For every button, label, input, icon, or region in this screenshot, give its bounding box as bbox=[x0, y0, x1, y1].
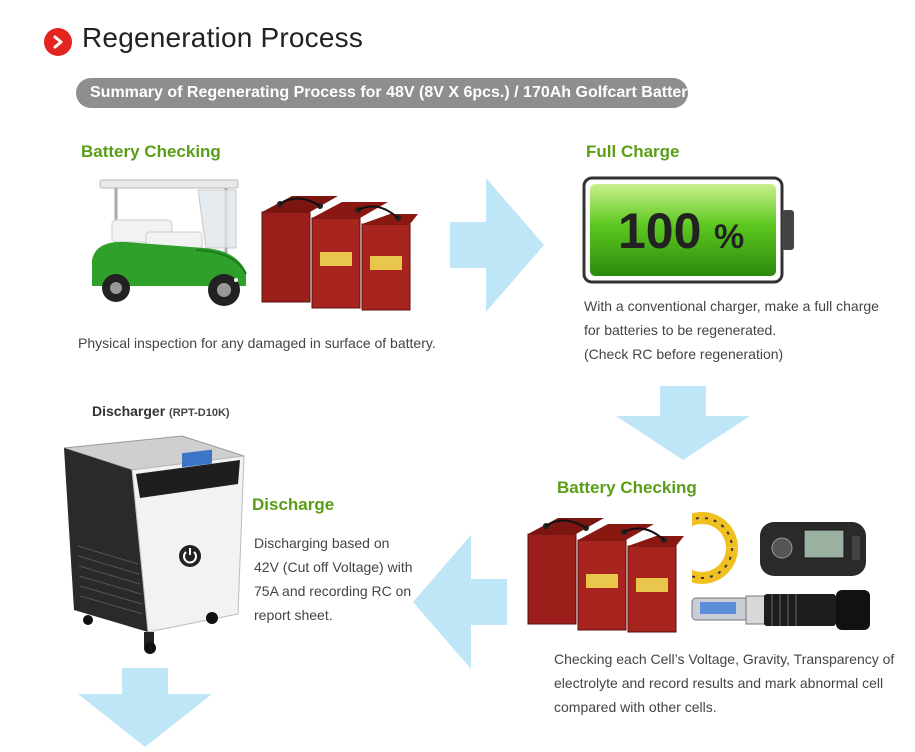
golf-cart-icon bbox=[86, 176, 254, 316]
discharger-machine-icon bbox=[62, 426, 246, 658]
description-line: 42V (Cut off Voltage) with bbox=[254, 559, 413, 575]
step-description: Physical inspection for any damaged in s… bbox=[78, 335, 436, 351]
arrow-left-icon bbox=[413, 535, 507, 674]
battery-pack-icon bbox=[258, 192, 420, 314]
battery-percent-number: 100 bbox=[618, 203, 701, 259]
step-description: With a conventional charger, make a full… bbox=[584, 294, 879, 366]
step-description: Checking each Cell’s Voltage, Gravity, T… bbox=[554, 647, 894, 719]
description-line: 75A and recording RC on bbox=[254, 583, 412, 599]
arrow-down-icon bbox=[78, 668, 212, 752]
arrow-down-icon bbox=[616, 386, 750, 465]
step-description: Discharging based on 42V (Cut off Voltag… bbox=[254, 531, 413, 627]
description-line: Discharging based on bbox=[254, 535, 390, 551]
summary-banner: Summary of Regenerating Process for 48V … bbox=[76, 78, 696, 108]
refractometer-icon bbox=[690, 586, 872, 634]
description-line: report sheet. bbox=[254, 607, 333, 623]
description-line: for batteries to be regenerated. bbox=[584, 322, 777, 338]
battery-level-icon: 100 % bbox=[582, 176, 798, 286]
step-heading-battery-checking: Battery Checking bbox=[81, 142, 221, 161]
description-line: With a conventional charger, make a full… bbox=[584, 298, 879, 314]
equipment-label: Discharger (RPT-D10K) bbox=[92, 403, 230, 419]
battery-percent-sign: % bbox=[714, 218, 744, 256]
battery-pack-icon bbox=[524, 514, 686, 636]
step-heading-discharge: Discharge bbox=[252, 495, 335, 514]
description-line: (Check RC before regeneration) bbox=[584, 346, 784, 362]
step-heading-battery-checking: Battery Checking bbox=[557, 478, 697, 497]
chevron-right-icon bbox=[44, 28, 72, 56]
description-line: compared with other cells. bbox=[554, 699, 717, 715]
equipment-model: (RPT-D10K) bbox=[169, 407, 230, 419]
step-heading-full-charge: Full Charge bbox=[586, 142, 680, 161]
equipment-name: Discharger bbox=[92, 403, 166, 419]
arrow-right-icon bbox=[450, 178, 544, 317]
description-line: Checking each Cell’s Voltage, Gravity, T… bbox=[554, 651, 895, 667]
clamp-meter-icon bbox=[666, 512, 870, 584]
page-title: Regeneration Process bbox=[82, 22, 364, 53]
description-line: electrolyte and record results and mark … bbox=[554, 675, 884, 691]
